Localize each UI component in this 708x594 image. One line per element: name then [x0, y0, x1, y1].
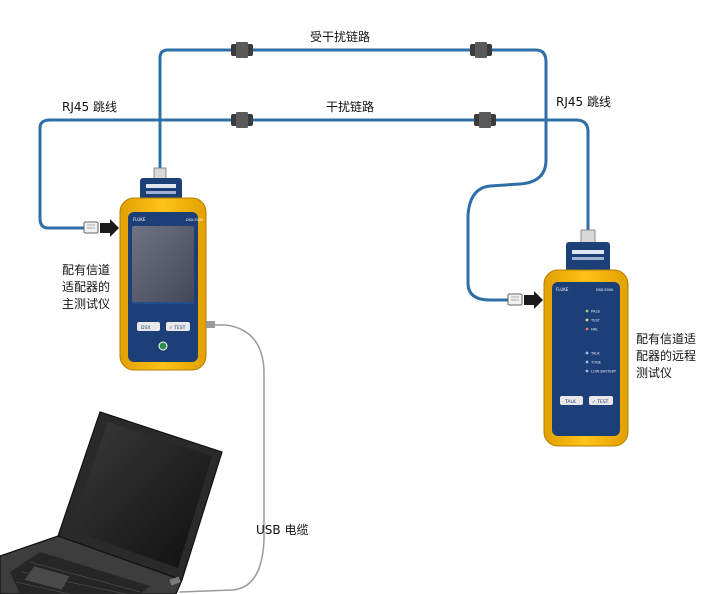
led-tone: TONE — [590, 361, 602, 365]
label-remote-tester: 配有信道适 配器的远程 测试仪 — [636, 331, 706, 382]
label-main-tester: 配有信道 适配器的 主测试仪 — [62, 262, 122, 313]
coupler-top-right — [470, 42, 492, 58]
cables — [38, 48, 590, 593]
arrow-right-into-remote — [524, 291, 543, 309]
main-button-left — [137, 322, 160, 331]
label-main-tester-line-3: 主测试仪 — [62, 297, 111, 311]
coupler-mid-left — [231, 112, 253, 128]
remote-leds: PASS TEST FAIL TALK TONE LOW BATTERY — [585, 310, 617, 374]
remote-button-test-label: ✓ TEST — [592, 399, 609, 405]
remote-adapter-plug — [580, 229, 596, 245]
led-low-battery: LOW BATTERY — [591, 370, 617, 374]
main-home-button — [158, 341, 168, 351]
couplers — [231, 42, 496, 128]
arrow-left-into-main — [100, 219, 119, 237]
label-disturbing-link: 干扰链路 — [326, 100, 375, 114]
remote-brand: FLUKE — [556, 287, 569, 292]
main-usb-port — [206, 321, 215, 328]
remote-tester: FLUKE DSX-5000 PASS TEST FAIL TALK TONE … — [543, 229, 629, 447]
led-fail: FAIL — [591, 328, 598, 332]
laptop-touchpad — [23, 565, 71, 591]
disturbing-link-cable-left — [38, 118, 232, 230]
label-remote-tester-line-3: 测试仪 — [636, 366, 673, 380]
coupler-top-left — [231, 42, 253, 58]
remote-button-talk — [560, 396, 583, 405]
remote-model: DSX-5000 — [596, 288, 613, 292]
main-button-left-label: DSX — [141, 325, 150, 331]
led-talk: TALK — [590, 352, 600, 356]
led-test: TEST — [590, 319, 601, 323]
usb-cable — [179, 324, 265, 593]
label-disturbed-link: 受干扰链路 — [310, 30, 371, 44]
main-channel-adapter — [140, 178, 182, 200]
disturbed-link-cable — [158, 48, 238, 180]
coupler-mid-right — [474, 112, 496, 128]
laptop-screen — [70, 422, 212, 568]
rj45-plug-right — [507, 293, 523, 306]
label-usb-cable: USB 电缆 — [256, 523, 309, 537]
remote-tester-face — [552, 282, 620, 436]
main-model: DSX-5000 — [186, 218, 203, 222]
main-button-test — [166, 322, 190, 331]
main-tester: FLUKE DSX-5000 DSX ✓ TEST — [119, 167, 215, 371]
remote-button-test — [589, 396, 613, 405]
label-rj45-left: RJ45 跳线 — [62, 100, 117, 114]
laptop — [0, 411, 223, 594]
label-main-tester-line-2: 适配器的 — [62, 280, 111, 294]
disturbed-link-cable-right — [466, 48, 548, 302]
led-pass: PASS — [591, 310, 601, 314]
main-tester-screen — [132, 226, 194, 302]
label-remote-tester-line-1: 配有信道适 — [636, 332, 697, 346]
rj45-plug-left — [83, 221, 99, 234]
laptop-usb-port — [169, 576, 181, 586]
disturbing-link-cable-right — [494, 118, 590, 232]
main-button-test-label: ✓ TEST — [169, 325, 186, 331]
main-brand: FLUKE — [133, 217, 146, 222]
remote-button-talk-label: TALK — [564, 399, 577, 405]
label-rj45-right: RJ45 跳线 — [556, 95, 611, 109]
label-remote-tester-line-2: 配器的远程 — [636, 349, 697, 363]
label-main-tester-line-1: 配有信道 — [62, 263, 111, 277]
